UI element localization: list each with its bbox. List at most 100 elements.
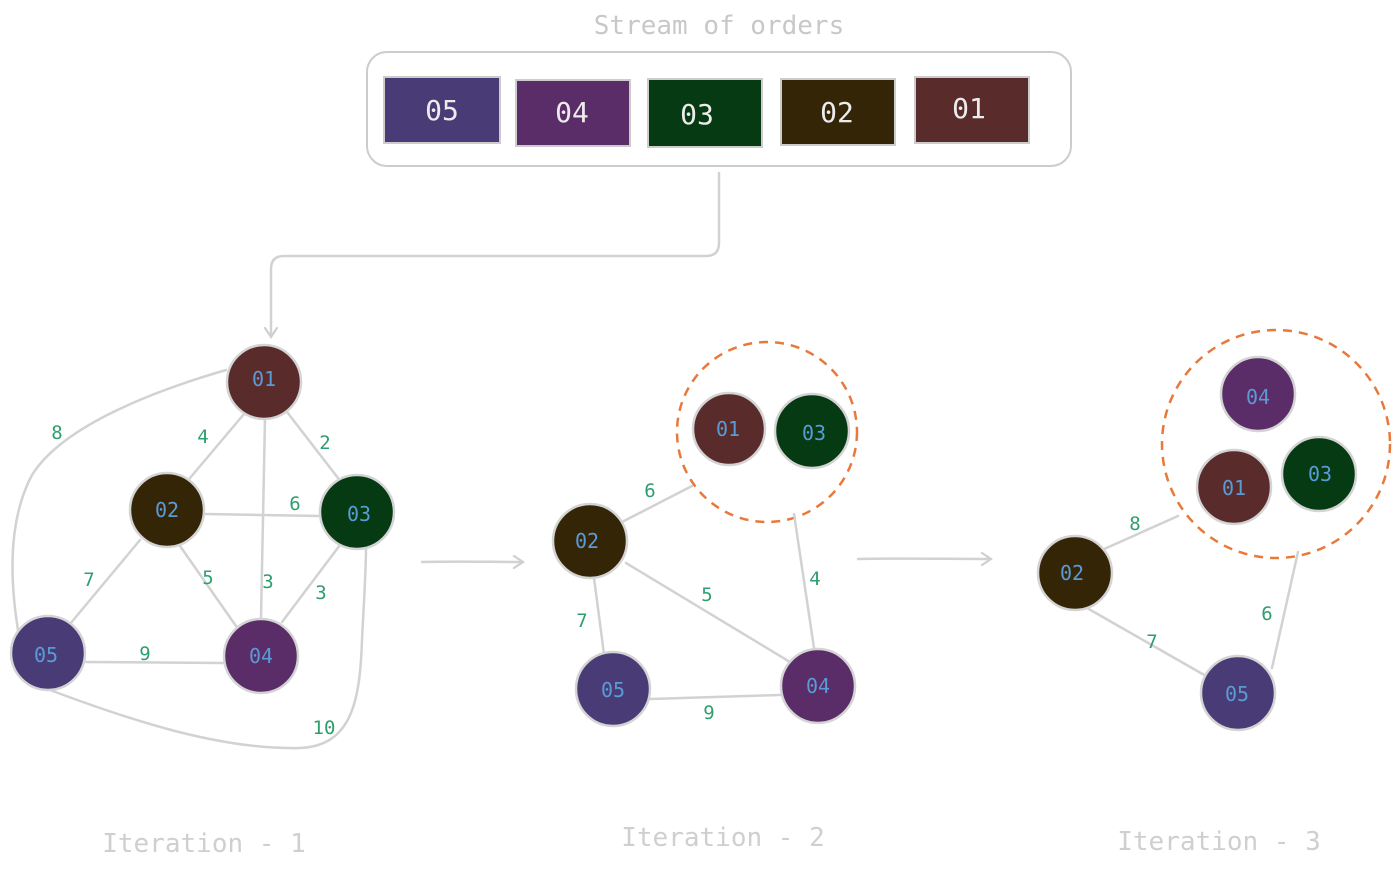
node-05-label: 05 <box>34 643 58 667</box>
iteration-3-graph: 8 7 6 04 01 03 02 05 <box>1036 328 1392 732</box>
order-block-01: 01 <box>914 76 1030 144</box>
weight-02-03: 6 <box>289 493 300 515</box>
order-block-03-label: 03 <box>680 98 714 131</box>
node-04: 04 <box>779 647 857 725</box>
weight-cluster-05: 6 <box>1261 603 1272 625</box>
weight-05-04: 9 <box>703 702 714 724</box>
edge-cluster-05 <box>1270 550 1300 670</box>
stream-container <box>366 51 1072 167</box>
node-03: 03 <box>318 473 396 551</box>
node-05: 05 <box>574 650 652 728</box>
order-block-05-shape <box>383 76 501 144</box>
weight-02-05: 7 <box>83 569 94 591</box>
order-block-03: 03 <box>647 78 763 148</box>
weight-01-04: 3 <box>262 571 273 593</box>
stream-title: Stream of orders <box>594 11 844 41</box>
node-04: 04 <box>222 617 300 695</box>
weight-05-04: 9 <box>139 643 150 665</box>
merged-cluster-outline <box>675 340 859 524</box>
order-block-04: 04 <box>515 79 631 147</box>
weight-02-04: 5 <box>701 584 712 606</box>
order-block-04-shape <box>515 79 631 147</box>
node-01: 01 <box>691 391 767 467</box>
node-05-shape <box>574 650 652 728</box>
edge-05-04 <box>648 693 782 701</box>
edge-02-05 <box>592 576 606 656</box>
order-block-02-label: 02 <box>820 96 854 129</box>
merged-cluster-outline <box>1160 328 1392 560</box>
node-03-shape <box>318 473 396 551</box>
node-01: 01 <box>225 343 303 421</box>
node-03-shape <box>773 392 851 470</box>
order-block-02: 02 <box>780 78 896 146</box>
node-04-shape <box>779 647 857 725</box>
edge-03-04 <box>280 543 342 624</box>
node-01-shape <box>1195 448 1273 526</box>
edge-01-03 <box>285 410 340 480</box>
node-01: 01 <box>1195 448 1273 526</box>
weight-cluster-02: 8 <box>1129 513 1140 535</box>
node-03: 03 <box>773 392 851 470</box>
node-05-label: 05 <box>1225 682 1249 706</box>
node-02-shape <box>551 502 629 580</box>
node-02: 02 <box>551 502 629 580</box>
node-04-shape <box>222 617 300 695</box>
order-block-01-shape <box>914 76 1030 144</box>
node-02: 02 <box>128 471 206 549</box>
order-block-05: 05 <box>383 76 501 144</box>
iteration-2-caption: Iteration - 2 <box>621 823 825 853</box>
node-03-label: 03 <box>802 421 826 445</box>
weight-03-04: 3 <box>315 582 326 604</box>
node-03: 03 <box>1280 435 1358 513</box>
node-02-label: 02 <box>1060 561 1084 585</box>
node-04-label: 04 <box>249 644 273 668</box>
weight-01-03: 2 <box>319 432 330 454</box>
stream-to-iteration-1-arrow <box>271 171 721 336</box>
node-02: 02 <box>1036 534 1114 612</box>
edge-02-04 <box>624 561 792 664</box>
weight-01-02: 4 <box>197 426 208 448</box>
node-02-shape <box>1036 534 1114 612</box>
edge-02-05 <box>1078 602 1208 678</box>
edge-02-03 <box>203 512 322 518</box>
iteration-1-graph: 8 4 2 6 7 5 3 3 9 10 01 02 03 05 04 <box>9 343 396 750</box>
edge-05-03 <box>48 546 368 750</box>
order-block-05-label: 05 <box>425 94 459 127</box>
weight-cluster-02: 6 <box>644 480 655 502</box>
order-queue: 05 04 03 02 01 <box>383 76 1030 148</box>
iteration-1-caption: Iteration - 1 <box>102 829 306 859</box>
edge-02-04 <box>178 544 238 628</box>
node-05-label: 05 <box>601 678 625 702</box>
weight-05-03: 10 <box>313 717 336 739</box>
node-03-label: 03 <box>1308 462 1332 486</box>
node-04-shape <box>1219 355 1297 433</box>
node-01-shape <box>691 391 767 467</box>
node-01-label: 01 <box>716 417 740 441</box>
weight-01-05: 8 <box>51 422 62 444</box>
node-03-shape <box>1280 435 1358 513</box>
weight-cluster-04: 4 <box>809 568 820 590</box>
weight-02-05: 7 <box>576 610 587 632</box>
edge-cluster-02 <box>620 484 694 524</box>
node-04-label: 04 <box>806 674 830 698</box>
order-block-02-shape <box>780 78 896 146</box>
node-05-shape <box>9 614 87 692</box>
order-block-03-shape <box>647 78 763 148</box>
edge-02-05 <box>68 538 142 626</box>
edge-05-04 <box>84 660 226 665</box>
order-block-01-label: 01 <box>952 92 986 125</box>
node-02-label: 02 <box>575 529 599 553</box>
weight-02-04: 5 <box>202 567 213 589</box>
edge-01-05 <box>11 368 228 632</box>
edge-cluster-04 <box>792 512 816 650</box>
node-02-shape <box>128 471 206 549</box>
node-05: 05 <box>9 614 87 692</box>
iteration-3-caption: Iteration - 3 <box>1117 827 1321 857</box>
node-05-shape <box>1199 654 1277 732</box>
edge-01-04 <box>259 416 267 620</box>
node-04: 04 <box>1219 355 1297 433</box>
order-block-04-label: 04 <box>555 96 589 129</box>
node-04-label: 04 <box>1246 385 1270 409</box>
node-05: 05 <box>1199 654 1277 732</box>
